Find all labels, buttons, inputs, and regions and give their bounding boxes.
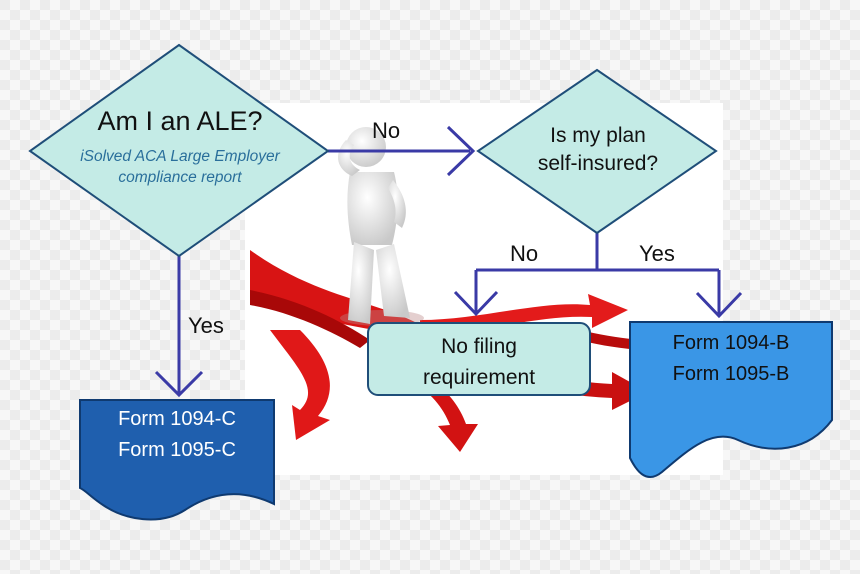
decision-1-question: Am I an ALE?: [97, 106, 263, 136]
edge-label-d1-yes: Yes: [188, 313, 224, 338]
decision-diamond-self-insured: [476, 68, 718, 235]
arrowhead-d2-no: [453, 290, 499, 317]
forms-c-line2: Form 1095-C: [118, 439, 236, 461]
outcome-box-no-filing: [367, 322, 591, 396]
document-forms-b: [629, 321, 833, 478]
edge-label-d1-no: No: [372, 118, 401, 143]
arrowhead-d2-yes: [695, 291, 743, 319]
outcome-no-filing-line1: No filing: [441, 335, 517, 358]
edge-label-d2-yes: Yes: [639, 241, 675, 266]
outcome-no-filing-line2: requirement: [422, 366, 536, 389]
decision-1-subtitle: iSolved ACA Large Employer compliance re…: [40, 146, 320, 188]
arrowhead-d1-yes: [154, 370, 204, 398]
decision-2-line1: Is my plan: [550, 124, 646, 147]
decision-1-subtitle-line2: compliance report: [118, 169, 242, 186]
document-forms-c: [79, 399, 275, 521]
decision-2-line2: self-insured?: [537, 152, 659, 175]
thinking-figure-illustration: [338, 127, 424, 326]
forms-b-line2: Form 1095-B: [672, 363, 790, 385]
forms-c-line1: Form 1094-C: [118, 408, 236, 430]
forms-b-line1: Form 1094-B: [672, 332, 790, 354]
decision-1-subtitle-line1: iSolved ACA Large Employer: [80, 148, 280, 165]
connectors: [154, 125, 743, 398]
edge-label-d2-no: No: [510, 241, 539, 266]
arrowhead-d1-no: [446, 125, 476, 177]
decision-diamond-ale: [28, 43, 330, 258]
